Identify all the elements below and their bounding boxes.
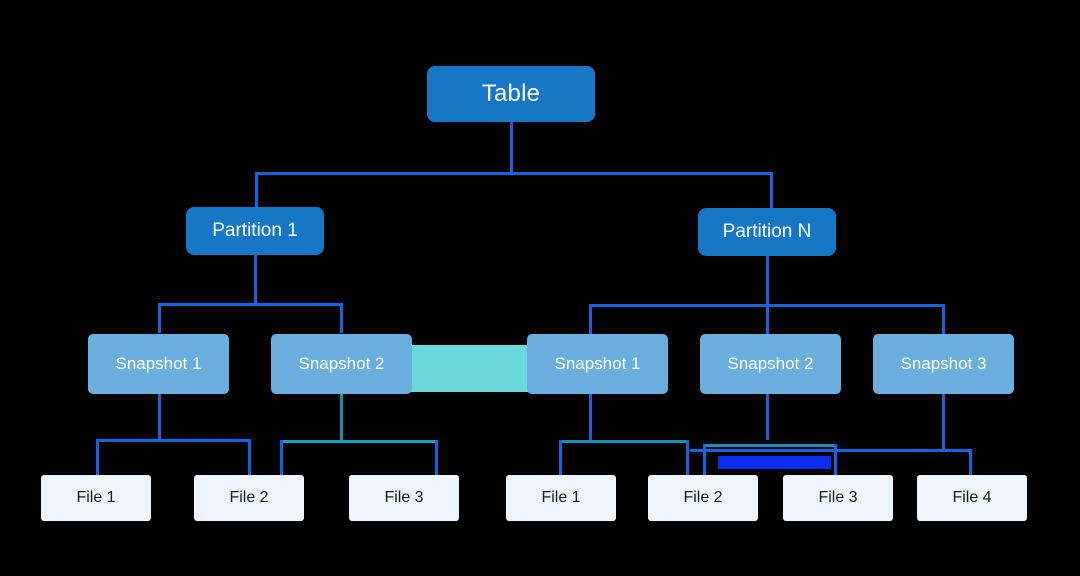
edge-to-snapshot-1-right (589, 304, 592, 334)
edge-to-file-2c (686, 440, 689, 475)
node-file-1-snapshot-1-partition-1[interactable]: File 1 (41, 475, 151, 521)
edge-to-snapshot-2-left (340, 303, 343, 333)
edge-to-snapshot-1-left (158, 303, 161, 333)
node-file-3-snapshot-2-partition-n[interactable]: File 3 (783, 475, 893, 521)
edge-to-snapshot-2-right (766, 304, 769, 334)
edge-snapshot-3-right-stem (942, 394, 945, 450)
node-file-1-snapshot-1-partition-n[interactable]: File 1 (506, 475, 616, 521)
edge-partition-bus (255, 172, 773, 175)
edge-to-file-1a (96, 439, 99, 475)
edge-to-partition-1 (255, 172, 258, 208)
node-snapshot-1-partition-n[interactable]: Snapshot 1 (527, 334, 668, 394)
edge-file-bus-e (690, 449, 972, 452)
edge-file-bus-d (703, 444, 837, 447)
edge-to-file-1c (559, 440, 562, 475)
edge-to-file-4e (969, 449, 972, 475)
edge-to-partition-n (770, 172, 773, 208)
edge-to-file-2b (280, 440, 283, 475)
node-table[interactable]: Table (427, 66, 595, 122)
edge-to-file-3b (435, 440, 438, 475)
node-file-2-snapshot-1-partition-1[interactable]: File 2 (194, 475, 304, 521)
edge-snapshot-2-left-stem (340, 394, 343, 440)
edge-file-bus-b (280, 440, 438, 443)
snapshot-link-band (407, 345, 531, 392)
edge-snapshot-1-left-stem (158, 394, 161, 440)
edge-to-file-2a (248, 439, 251, 475)
node-partition-1[interactable]: Partition 1 (186, 207, 324, 255)
node-snapshot-2-partition-1[interactable]: Snapshot 2 (271, 334, 412, 394)
node-file-2-snapshot-2-partition-n[interactable]: File 2 (648, 475, 758, 521)
highlight-bar-snapshot-2-right (718, 456, 831, 469)
edge-file-bus-c (559, 440, 689, 443)
node-snapshot-2-partition-n[interactable]: Snapshot 2 (700, 334, 841, 394)
edge-snapshot-2-right-stem (766, 394, 769, 440)
edge-to-file-2d (703, 444, 706, 475)
edge-to-file-3d (834, 444, 837, 475)
edge-to-snapshot-3-right (942, 304, 945, 334)
edge-table-stem (510, 120, 513, 174)
node-partition-n[interactable]: Partition N (698, 208, 836, 256)
node-snapshot-3-partition-n[interactable]: Snapshot 3 (873, 334, 1014, 394)
edge-snapshot-bus-left (158, 303, 343, 306)
node-snapshot-1-partition-1[interactable]: Snapshot 1 (88, 334, 229, 394)
node-file-4-snapshot-3-partition-n[interactable]: File 4 (917, 475, 1027, 521)
edge-file-bus-a (96, 439, 251, 442)
edge-snapshot-1-right-stem (589, 394, 592, 440)
edge-partition-n-stem (766, 256, 769, 306)
node-file-3-snapshot-2-partition-1[interactable]: File 3 (349, 475, 459, 521)
edge-partition-1-stem (254, 255, 257, 305)
